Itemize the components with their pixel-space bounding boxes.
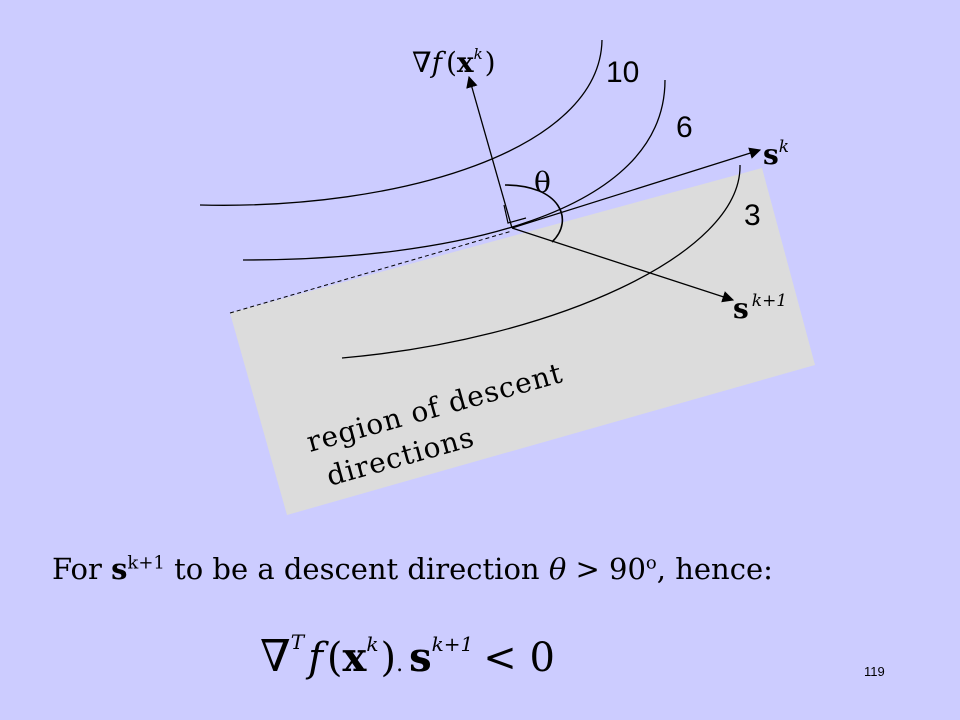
caption-mid: to be a descent direction	[164, 552, 549, 586]
contour-value-6: 6	[676, 111, 693, 144]
sk1-superscript: k+1	[752, 291, 787, 311]
theta-label: θ	[534, 166, 551, 199]
gradient-superscript: k	[474, 45, 483, 63]
descent-region	[230, 168, 815, 515]
descent-condition-caption: For sk+1 to be a descent direction θ > 9…	[52, 552, 773, 586]
sk1-arrow	[511, 227, 735, 303]
gradient-vector-x: x	[457, 46, 474, 79]
gradient-close-paren: )	[485, 46, 496, 79]
formula-open-paren: (	[327, 635, 343, 681]
gradient-open-paren: (	[446, 46, 457, 79]
sk-arrow	[511, 147, 762, 229]
contour-line-10	[199, 39, 603, 206]
sk-superscript: k	[779, 137, 789, 157]
caption-degree: o	[645, 552, 657, 574]
nabla-symbol: ∇	[412, 46, 432, 79]
sk-base: s	[763, 138, 779, 171]
formula-relation: < 0	[483, 635, 555, 681]
formula-dot: .	[396, 652, 403, 677]
contour-value-3: 3	[744, 199, 761, 232]
gradient-label: ∇f(xk)	[412, 45, 496, 79]
caption-theta: θ	[548, 552, 567, 586]
sk-label: sk	[763, 137, 789, 171]
gradient-arrow	[466, 75, 513, 229]
formula-transpose: T	[291, 630, 306, 654]
formula-close-paren: )	[380, 635, 396, 681]
formula-f: f	[305, 635, 329, 681]
formula-x: x	[343, 634, 368, 681]
function-f: f	[430, 46, 447, 79]
caption-post: , hence:	[656, 552, 773, 586]
caption-s-superscript: k+1	[127, 552, 165, 574]
contour-line-3	[341, 164, 741, 359]
contour-value-10: 10	[606, 56, 639, 89]
caption-s: s	[111, 552, 128, 586]
formula-nabla: ∇	[260, 631, 291, 682]
caption-relation: > 90	[566, 552, 646, 586]
page-number: 119	[864, 664, 885, 679]
formula-s-superscript: k+1	[432, 632, 474, 656]
sk1-base: s	[733, 292, 749, 325]
contour-line-6	[242, 79, 666, 261]
formula-s: s	[409, 634, 432, 681]
formula-x-superscript: k	[366, 632, 378, 656]
caption-pre: For	[52, 552, 112, 586]
right-angle-marker	[503, 204, 527, 224]
theta-arc	[504, 184, 564, 243]
